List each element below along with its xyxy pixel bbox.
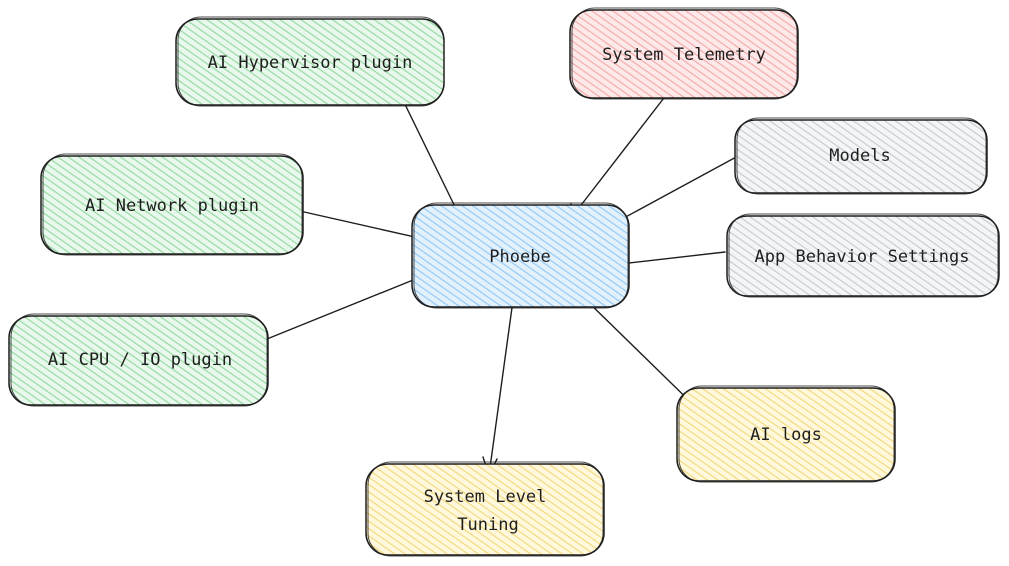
node-tuning-label-line1: System Level <box>424 487 547 507</box>
node-cpu[interactable]: AI CPU / IO plugin <box>8 313 269 407</box>
node-models-label: Models <box>829 146 890 166</box>
node-telemetry[interactable]: System Telemetry <box>569 7 799 100</box>
edge-cpu-to-phoebe <box>261 275 424 342</box>
node-hypervisor[interactable]: AI Hypervisor plugin <box>175 16 445 107</box>
node-models[interactable]: Models <box>734 117 988 195</box>
node-behavior[interactable]: App Behavior Settings <box>726 213 1000 298</box>
node-logs-label: AI logs <box>750 425 822 445</box>
edge-network-to-phoebe <box>281 206 438 243</box>
node-hypervisor-label: AI Hypervisor plugin <box>208 53 413 73</box>
node-network-label: AI Network plugin <box>85 196 259 216</box>
node-network[interactable]: AI Network plugin <box>40 153 304 256</box>
node-tuning[interactable]: System Level Tuning <box>365 461 605 557</box>
node-phoebe[interactable]: Phoebe <box>411 202 630 309</box>
node-behavior-label: App Behavior Settings <box>755 247 970 267</box>
node-tuning-label-line2: Tuning <box>457 515 518 535</box>
node-logs[interactable]: AI logs <box>676 385 896 483</box>
node-phoebe-label: Phoebe <box>489 247 550 267</box>
edge-hypervisor-to-phoebe <box>396 87 461 218</box>
nodes-layer: AI Hypervisor plugin AI Network plugin A… <box>8 7 1000 557</box>
node-telemetry-label: System Telemetry <box>602 45 766 65</box>
node-cpu-label: AI CPU / IO plugin <box>48 350 232 370</box>
edge-phoebe-to-tuning <box>482 292 515 476</box>
